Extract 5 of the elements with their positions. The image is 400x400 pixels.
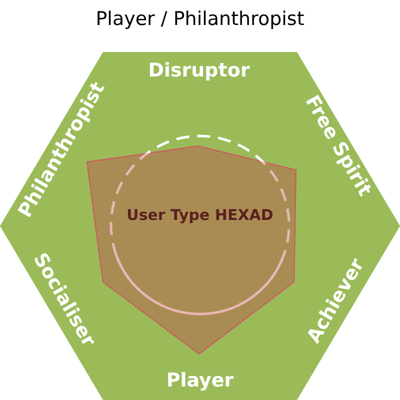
user-type-label: Player xyxy=(166,370,234,392)
user-type-label: Disruptor xyxy=(148,60,250,82)
hexagon xyxy=(0,52,400,400)
title: Player / Philanthropist xyxy=(96,8,304,30)
center-label: User Type HEXAD xyxy=(126,206,274,224)
